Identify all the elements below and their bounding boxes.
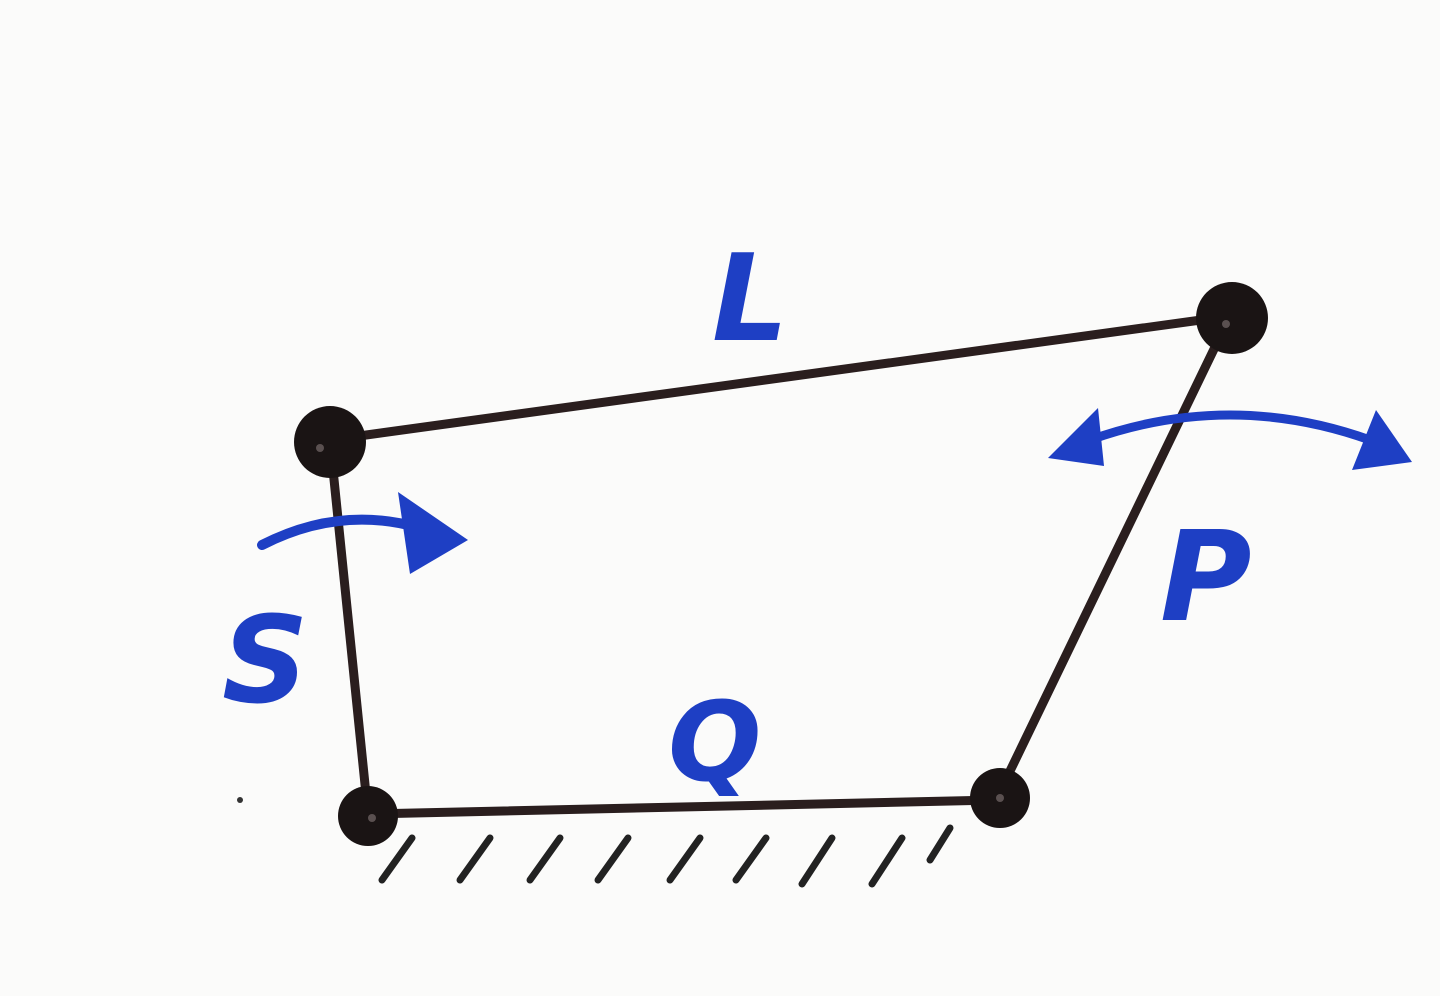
label-s: S	[222, 592, 308, 731]
link-q-ground	[363, 795, 1001, 819]
label-q: Q	[668, 678, 762, 806]
oscillation-arrow-p	[1048, 408, 1412, 470]
link-l	[325, 311, 1235, 445]
arrowhead-left	[1048, 408, 1104, 466]
rotation-arrow-s	[257, 492, 468, 574]
joint-top-right	[1196, 282, 1268, 354]
links	[325, 311, 1235, 819]
link-p	[991, 311, 1235, 805]
link-s	[325, 435, 373, 819]
pen-dot	[237, 797, 243, 803]
ground-hatching	[378, 824, 954, 888]
joint-top-left	[294, 406, 366, 478]
joints	[294, 282, 1268, 846]
label-l: L	[712, 230, 788, 369]
joint-centers	[316, 320, 1230, 822]
arrowhead-right	[1352, 410, 1412, 470]
label-p: P	[1160, 505, 1252, 650]
joint-bottom-left	[338, 786, 398, 846]
arrowhead-right	[398, 492, 468, 574]
